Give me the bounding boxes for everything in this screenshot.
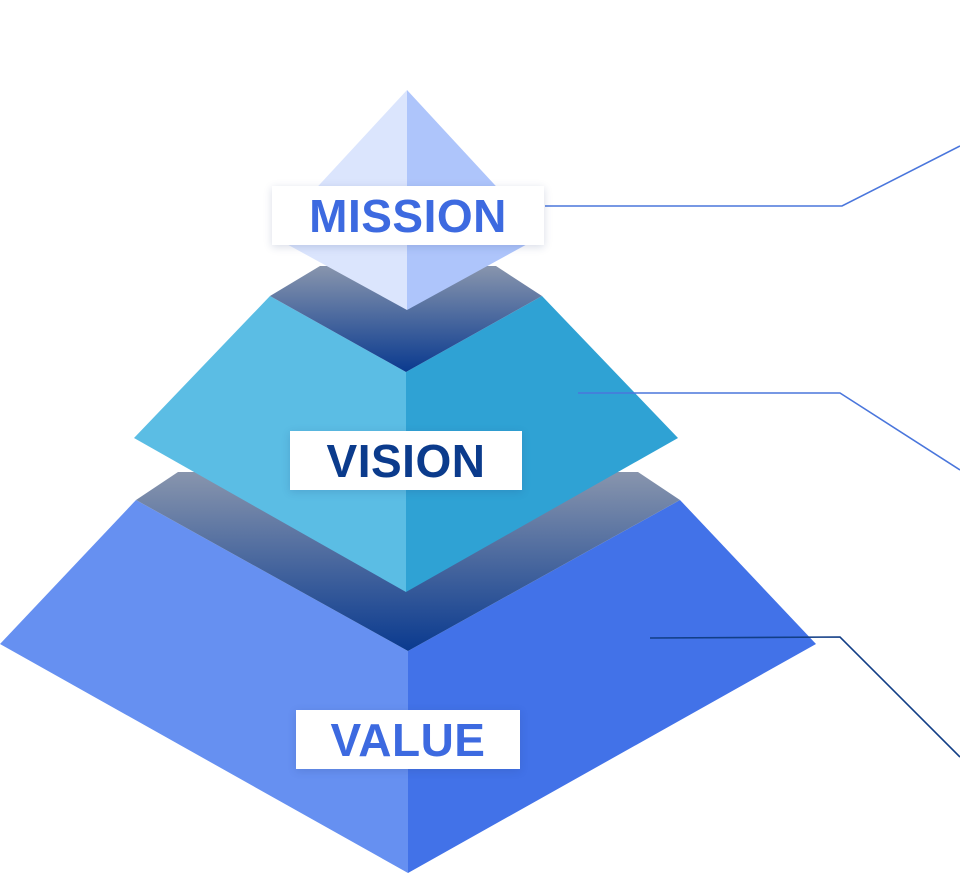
value-tier-left-face	[0, 500, 408, 873]
vision-label-text: VISION	[326, 434, 486, 487]
vision-mission-gap	[270, 266, 542, 372]
mission-label: MISSION	[272, 186, 544, 245]
mission-label-text: MISSION	[309, 189, 507, 242]
value-tier-right-face	[408, 500, 816, 873]
vision-tier-left-face	[134, 296, 406, 592]
vision-tier	[134, 296, 678, 592]
value-label: VALUE	[296, 710, 520, 769]
value-tier	[0, 500, 816, 873]
value-connector-line	[649, 636, 960, 758]
vision-tier-right-face	[406, 296, 678, 592]
value-label-text: VALUE	[330, 713, 486, 766]
vision-label: VISION	[290, 431, 522, 490]
vision-connector-line	[578, 392, 960, 471]
mission-connector-line	[545, 145, 960, 207]
